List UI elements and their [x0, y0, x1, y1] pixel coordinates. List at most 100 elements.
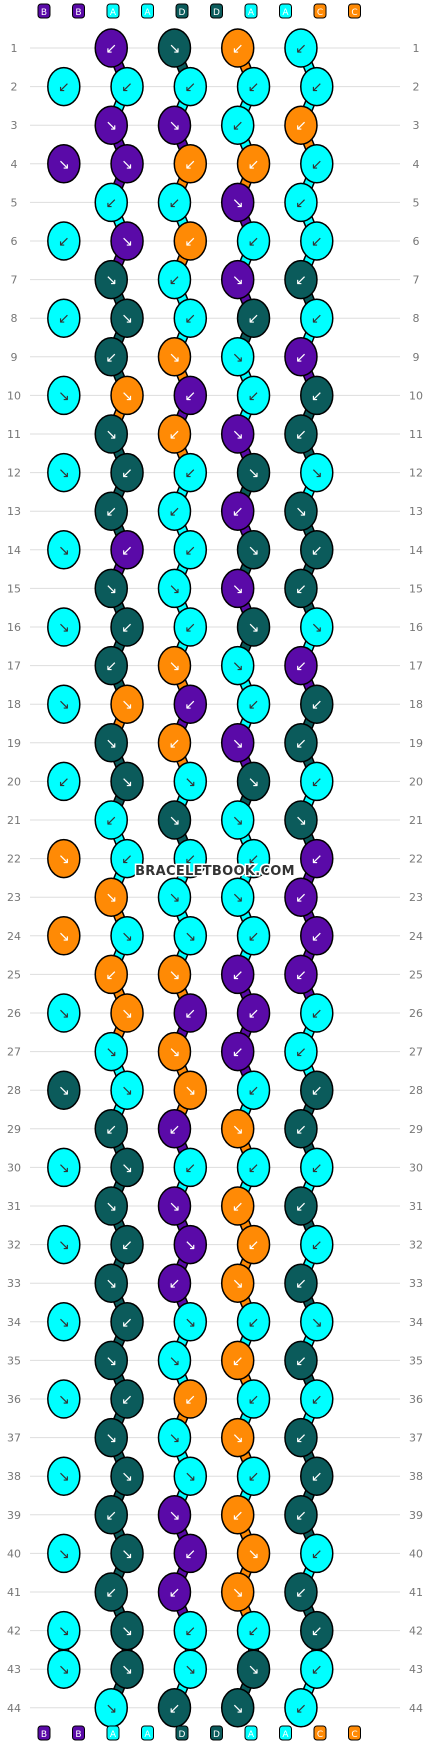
knot[interactable]: ↙ [47, 298, 81, 338]
knot[interactable]: ↘ [94, 877, 128, 917]
knot[interactable]: ↘ [94, 1186, 128, 1226]
knot[interactable]: ↘ [94, 1031, 128, 1072]
knot[interactable]: ↙ [157, 259, 192, 300]
knot[interactable]: ↘ [220, 337, 255, 377]
knot[interactable]: ↙ [300, 993, 334, 1033]
knot[interactable]: ↙ [110, 66, 144, 107]
knot[interactable]: ↘ [94, 723, 128, 763]
knot[interactable]: ↙ [173, 607, 208, 647]
knot[interactable]: ↘ [110, 221, 144, 261]
knot[interactable]: ↘ [47, 1610, 81, 1651]
knot[interactable]: ↘ [47, 993, 81, 1033]
knot[interactable]: ↘ [47, 684, 81, 724]
knot[interactable]: ↘ [157, 1031, 192, 1072]
knot[interactable]: ↙ [110, 607, 144, 647]
knot[interactable]: ↙ [284, 182, 318, 223]
knot[interactable]: ↙ [300, 66, 334, 107]
knot[interactable]: ↙ [220, 954, 255, 995]
knot[interactable]: ↙ [300, 375, 334, 416]
knot[interactable]: ↙ [157, 1688, 192, 1728]
knot[interactable]: ↘ [47, 144, 81, 184]
knot[interactable]: ↙ [173, 221, 208, 261]
knot[interactable]: ↘ [47, 1147, 81, 1188]
knot[interactable]: ↙ [284, 337, 318, 377]
knot[interactable]: ↙ [300, 1533, 334, 1574]
knot[interactable]: ↘ [220, 259, 255, 300]
knot[interactable]: ↙ [300, 1070, 334, 1110]
knot[interactable]: ↘ [110, 298, 144, 338]
knot[interactable]: ↙ [110, 530, 144, 570]
knot[interactable]: ↙ [173, 838, 208, 879]
knot[interactable]: ↘ [110, 1533, 144, 1574]
knot[interactable]: ↙ [236, 66, 271, 107]
knot[interactable]: ↙ [236, 684, 271, 724]
knot[interactable]: ↙ [47, 66, 81, 107]
knot[interactable]: ↙ [300, 1456, 334, 1496]
knot[interactable]: ↙ [300, 838, 334, 879]
knot[interactable]: ↙ [173, 1147, 208, 1188]
knot[interactable]: ↙ [173, 452, 208, 493]
knot[interactable]: ↘ [110, 1649, 144, 1689]
knot[interactable]: ↘ [220, 1688, 255, 1728]
knot[interactable]: ↙ [284, 1186, 318, 1226]
knot[interactable]: ↘ [173, 1224, 208, 1265]
knot[interactable]: ↘ [110, 1456, 144, 1496]
knot[interactable]: ↘ [94, 1417, 128, 1458]
knot[interactable]: ↘ [236, 607, 271, 647]
knot[interactable]: ↘ [110, 1610, 144, 1651]
knot[interactable]: ↙ [284, 1109, 318, 1149]
knot[interactable]: ↙ [300, 1147, 334, 1188]
knot[interactable]: ↘ [157, 877, 192, 917]
knot[interactable]: ↘ [110, 916, 144, 956]
knot[interactable]: ↘ [157, 1340, 192, 1381]
knot[interactable]: ↙ [220, 1186, 255, 1226]
knot[interactable]: ↙ [300, 530, 334, 570]
knot[interactable]: ↙ [94, 491, 128, 531]
knot[interactable]: ↙ [284, 1031, 318, 1072]
knot[interactable]: ↘ [94, 259, 128, 300]
knot[interactable]: ↘ [220, 568, 255, 609]
knot[interactable]: ↙ [284, 28, 318, 68]
knot[interactable]: ↘ [47, 530, 81, 570]
knot[interactable]: ↙ [94, 645, 128, 686]
knot[interactable]: ↙ [157, 1109, 192, 1149]
knot[interactable]: ↙ [284, 1572, 318, 1612]
knot[interactable]: ↘ [220, 182, 255, 223]
knot[interactable]: ↙ [284, 259, 318, 300]
knot[interactable]: ↙ [220, 491, 255, 531]
knot[interactable]: ↘ [157, 800, 192, 840]
knot[interactable]: ↘ [284, 800, 318, 840]
knot[interactable]: ↙ [94, 182, 128, 223]
knot[interactable]: ↘ [110, 761, 144, 802]
knot[interactable]: ↙ [157, 1263, 192, 1303]
knot[interactable]: ↙ [284, 1340, 318, 1381]
knot[interactable]: ↙ [157, 491, 192, 531]
knot[interactable]: ↘ [94, 1688, 128, 1728]
knot[interactable]: ↙ [284, 1417, 318, 1458]
knot[interactable]: ↙ [220, 1340, 255, 1381]
knot[interactable]: ↘ [47, 1070, 81, 1110]
knot[interactable]: ↘ [220, 414, 255, 454]
knot[interactable]: ↘ [110, 144, 144, 184]
knot[interactable]: ↙ [220, 105, 255, 145]
knot[interactable]: ↘ [110, 993, 144, 1033]
knot[interactable]: ↘ [47, 1456, 81, 1496]
knot[interactable]: ↘ [47, 452, 81, 493]
knot[interactable]: ↙ [94, 1572, 128, 1612]
knot[interactable]: ↘ [157, 337, 192, 377]
knot[interactable]: ↙ [157, 723, 192, 763]
knot[interactable]: ↙ [284, 568, 318, 609]
knot[interactable]: ↙ [220, 1495, 255, 1535]
knot[interactable]: ↘ [47, 1302, 81, 1342]
knot[interactable]: ↙ [94, 1495, 128, 1535]
knot[interactable]: ↙ [284, 877, 318, 917]
knot[interactable]: ↙ [47, 221, 81, 261]
knot[interactable]: ↘ [47, 838, 81, 879]
knot[interactable]: ↙ [300, 144, 334, 184]
knot[interactable]: ↙ [236, 375, 271, 416]
knot[interactable]: ↙ [236, 993, 271, 1033]
knot[interactable]: ↘ [236, 1533, 271, 1574]
knot[interactable]: ↙ [94, 28, 128, 68]
knot[interactable]: ↙ [94, 1109, 128, 1149]
knot[interactable]: ↘ [236, 452, 271, 493]
